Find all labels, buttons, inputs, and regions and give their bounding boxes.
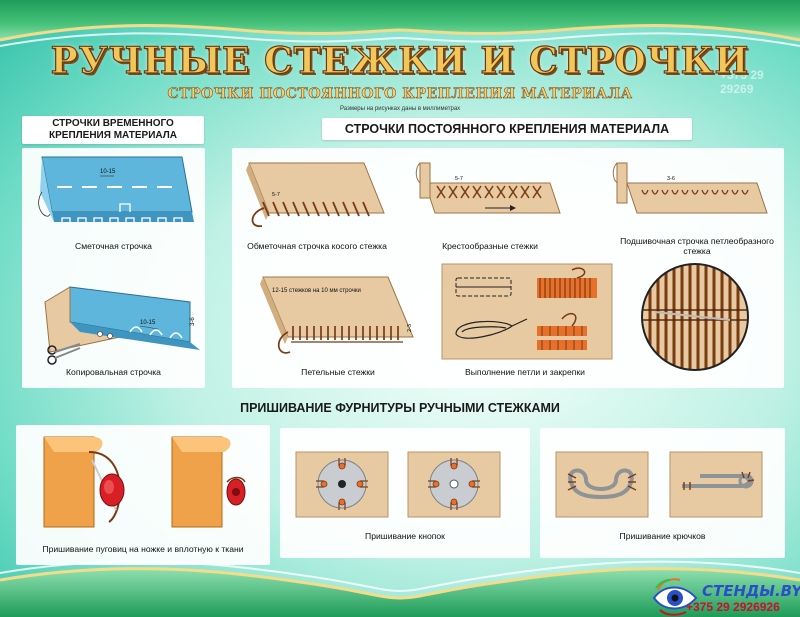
caption-loop-bartack: Выполнение петли и закрепки (465, 367, 585, 377)
flat-button-illustration (171, 436, 246, 528)
section-title-temporary: СТРОЧКИ ВРЕМЕННОГО КРЕПЛЕНИЯ МАТЕРИАЛА (22, 116, 204, 144)
hem-loop-dim-label: 3-6 (667, 176, 675, 182)
caption-buttons: Пришивание пуговиц на ножке и вплотную к… (42, 544, 244, 554)
hook-eye-illustration (669, 451, 763, 518)
tack-dim-b-label: 3-6 (190, 317, 196, 326)
caption-snaps: Пришивание кнопок (365, 531, 445, 541)
section-title-permanent: СТРОЧКИ ПОСТОЯННОГО КРЕПЛЕНИЯ МАТЕРИАЛА (322, 118, 692, 140)
cross-stitch-illustration: 5-7 (415, 162, 561, 214)
phone-watermark: +375 29 29269 (720, 68, 764, 96)
basting-dim-label: 10-15 (100, 169, 116, 175)
hem-stitch-zoom-illustration (641, 263, 749, 371)
buttonhole-stitch-illustration: 12-15 стежков на 10 мм строчки 2-3 (260, 276, 414, 354)
buttonhole-stitch-label: 12-15 стежков на 10 мм строчки (272, 288, 361, 294)
tailor-tack-illustration: 10-15 3-6 (44, 286, 200, 365)
snap-socket-illustration (407, 451, 501, 518)
brand-logo (652, 578, 698, 616)
basting-stitch-illustration: 10-15 (38, 156, 194, 222)
section-title-fittings: ПРИШИВАНИЕ ФУРНИТУРЫ РУЧНЫМИ СТЕЖКАМИ (240, 401, 560, 415)
shank-button-illustration (43, 436, 125, 528)
page-title: РУЧНЫЕ СТЕЖКИ И СТРОЧКИ (50, 39, 750, 82)
caption-hem-loop: Подшивочная строчка петлеобразного стежк… (620, 236, 774, 256)
brand-name: СТЕНДЫ.BY (702, 582, 800, 600)
hem-loop-stitch-illustration: 3-6 (612, 162, 768, 214)
cross-dim-label: 5-7 (455, 176, 463, 182)
overcast-dim-label: 5-7 (272, 192, 280, 198)
caption-hooks: Пришивание крючков (619, 531, 706, 541)
caption-tailor-tack: Копировальная строчка (66, 367, 161, 377)
caption-cross: Крестообразные стежки (442, 241, 538, 251)
top-decor-band (0, 0, 800, 47)
eye-icon (652, 578, 698, 616)
caption-overcast: Обметочная строчка косого стежка (247, 241, 387, 251)
snap-stud-illustration (295, 451, 389, 518)
loop-bartack-illustration (441, 263, 613, 360)
tack-dim-a-label: 10-15 (140, 320, 156, 326)
page-subtitle: СТРОЧКИ ПОСТОЯННОГО КРЕПЛЕНИЯ МАТЕРИАЛА (167, 86, 633, 103)
caption-basting: Сметочная строчка (75, 241, 152, 251)
overcast-stitch-illustration: 5-7 (246, 162, 385, 227)
brand-phone: +375 29 2926926 (686, 600, 780, 614)
scissors-icon (47, 343, 81, 365)
buttonhole-dim-label: 2-3 (407, 324, 413, 332)
dimensions-note: Размеры на рисунках даны в миллиметрах (340, 106, 461, 112)
hook-illustration (555, 451, 649, 518)
caption-buttonhole-stitch: Петельные стежки (301, 367, 375, 377)
